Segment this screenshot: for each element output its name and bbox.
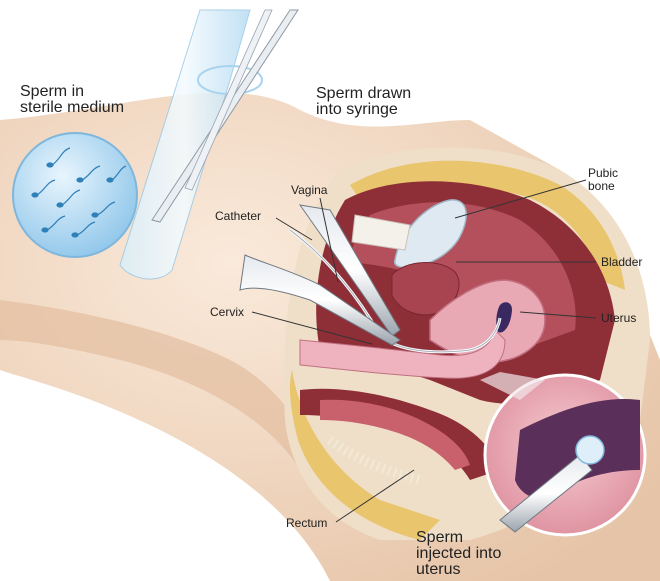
label-cervix: Cervix xyxy=(210,306,244,319)
label-rectum: Rectum xyxy=(286,517,327,530)
label-sperm-in-sterile-medium: Sperm in sterile medium xyxy=(20,84,124,116)
label-sperm-drawn-into-syringe: Sperm drawn into syringe xyxy=(316,86,411,118)
label-pubic-bone: Pubic bone xyxy=(588,167,618,193)
label-catheter: Catheter xyxy=(215,210,261,223)
label-vagina: Vagina xyxy=(291,184,327,197)
label-sperm-injected-into-uterus: Sperm injected into uterus xyxy=(416,530,501,578)
label-uterus: Uterus xyxy=(601,312,636,325)
label-bladder: Bladder xyxy=(601,256,642,269)
zoom-sperm-droplet xyxy=(576,436,604,464)
